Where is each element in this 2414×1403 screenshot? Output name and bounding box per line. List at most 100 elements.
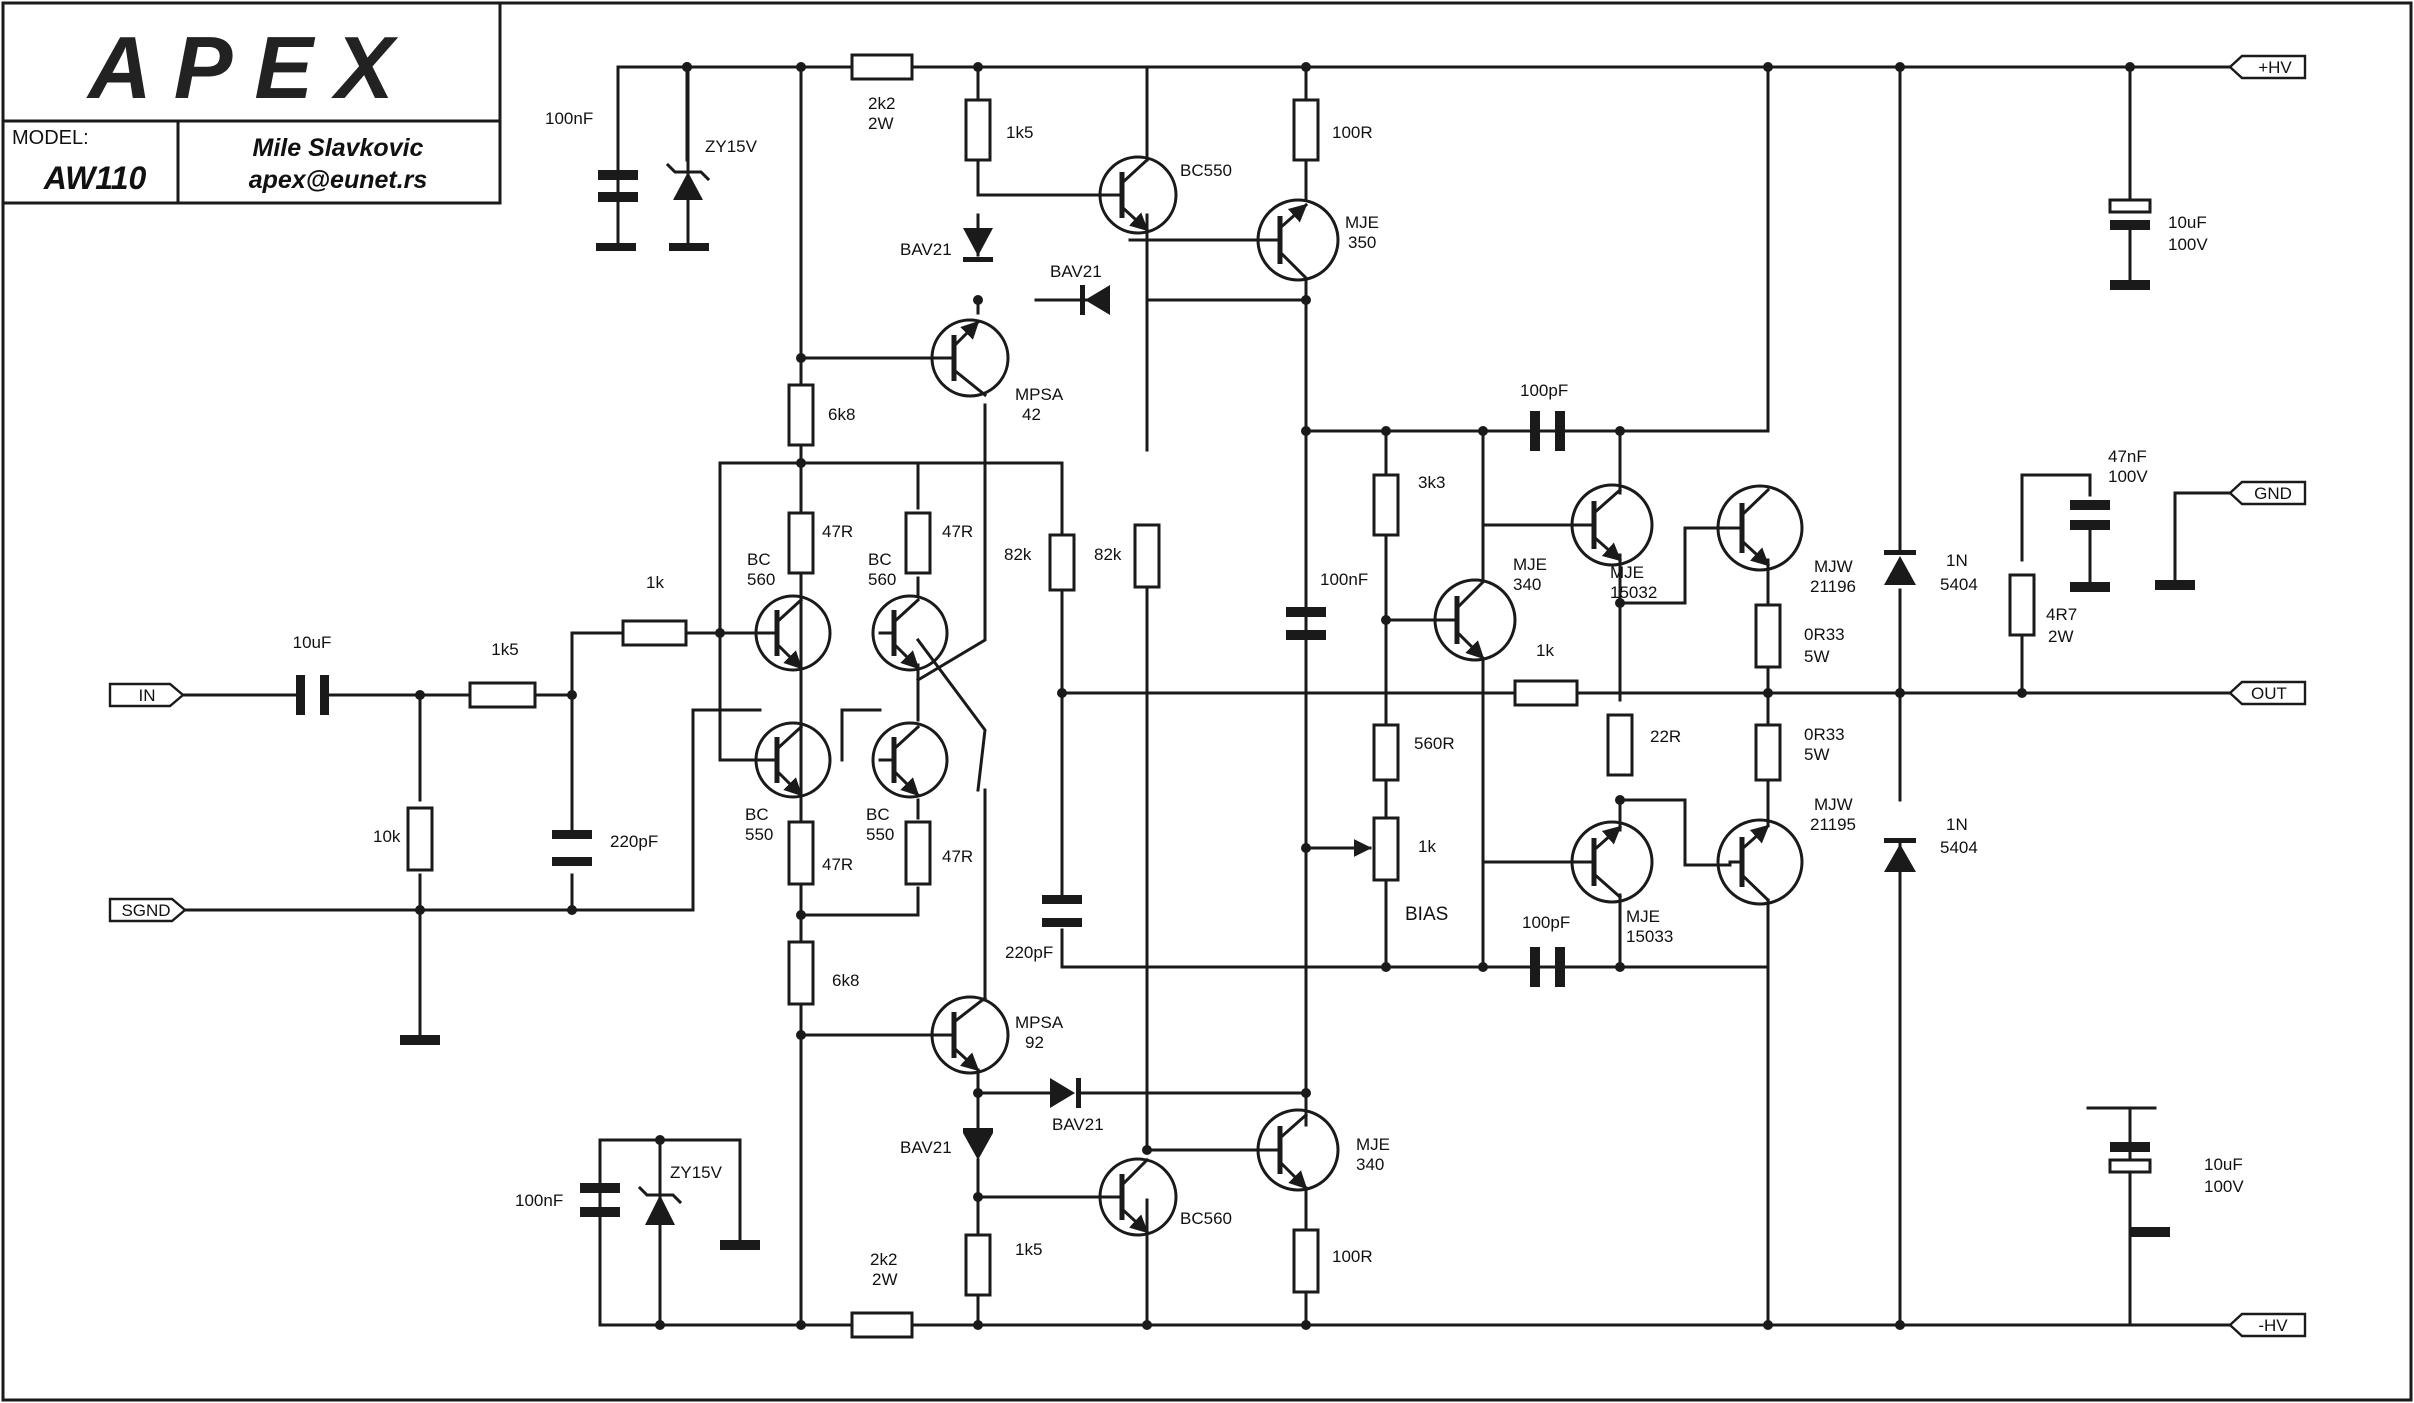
resistor-1k5-top: 1k5 [964, 98, 1033, 197]
vas-transistor-mpsa42: MPSA 42 [930, 318, 1064, 424]
svg-text:5W: 5W [1804, 647, 1830, 666]
svg-text:47R: 47R [942, 522, 973, 541]
svg-text:MJW: MJW [1814, 557, 1853, 576]
bias-resistor-82k-left: 82k [1004, 533, 1076, 592]
svg-text:MJE: MJE [1610, 563, 1644, 582]
svg-text:1k5: 1k5 [1015, 1240, 1042, 1259]
svg-text:2k2: 2k2 [870, 1250, 897, 1269]
port-hv-pos[interactable]: +HV [2228, 54, 2307, 80]
port-hv-neg[interactable]: -HV [2228, 1312, 2307, 1338]
model-name: AW110 [43, 160, 147, 196]
driver-transistor-mje15032: MJE 15032 [1481, 483, 1657, 602]
svg-text:560: 560 [747, 570, 775, 589]
capacitor-100nf-top: 100nF [545, 65, 803, 245]
svg-text:82k: 82k [1094, 545, 1122, 564]
capacitor-100pf-bottom: 100pF [1522, 913, 1570, 987]
ltp-transistor-1: BC 560 [747, 550, 832, 672]
svg-text:560: 560 [868, 570, 896, 589]
svg-text:1N: 1N [1946, 551, 1968, 570]
svg-text:BAV21: BAV21 [900, 1138, 952, 1157]
svg-text:10uF: 10uF [293, 633, 332, 652]
svg-text:10uF: 10uF [2204, 1155, 2243, 1174]
rf-capacitor: 220pF [552, 830, 658, 866]
svg-text:220pF: 220pF [1005, 943, 1053, 962]
resistor-560r: 560R [1372, 723, 1455, 782]
svg-text:BC: BC [866, 805, 890, 824]
transistor-bc560: BC560 [976, 1157, 1232, 1327]
svg-text:BIAS: BIAS [1405, 904, 1448, 925]
svg-text:15032: 15032 [1610, 583, 1657, 602]
svg-text:GND: GND [2254, 484, 2292, 503]
svg-text:22R: 22R [1650, 727, 1681, 746]
transistor-mje340-bottom: MJE 340 [1145, 1108, 1390, 1232]
capacitor-100pf-top: 100pF [1520, 381, 1568, 451]
svg-text:MPSA: MPSA [1015, 385, 1064, 404]
bias-potentiometer[interactable]: 1k BIAS [1304, 816, 1448, 925]
svg-text:MJE: MJE [1356, 1135, 1390, 1154]
svg-text:3k3: 3k3 [1418, 473, 1445, 492]
svg-text:82k: 82k [1004, 545, 1032, 564]
rail-capacitor-10uf-top: 10uF 100V [2108, 188, 2208, 282]
svg-text:6k8: 6k8 [832, 971, 859, 990]
svg-text:21196: 21196 [1810, 577, 1856, 596]
svg-text:5404: 5404 [1940, 838, 1978, 857]
diode-bav21-bottom-horizontal: BAV21 [976, 1078, 1308, 1134]
svg-text:47R: 47R [822, 855, 853, 874]
resistor-100r-bottom: 100R [1292, 1228, 1373, 1294]
svg-text:1k: 1k [1536, 641, 1554, 660]
vas-transistor-mpsa92: MPSA 92 [930, 995, 1064, 1132]
svg-text:MJE: MJE [1626, 907, 1660, 926]
svg-text:BC: BC [747, 550, 771, 569]
svg-text:47R: 47R [942, 847, 973, 866]
bias-resistor-82k-right: 82k [1094, 523, 1161, 589]
svg-text:340: 340 [1513, 575, 1541, 594]
shunt-resistor: 10k [373, 806, 434, 872]
zener-zy15v-bottom: ZY15V [637, 1138, 723, 1327]
svg-text:2W: 2W [2048, 627, 2074, 646]
svg-text:220pF: 220pF [610, 832, 658, 851]
emitter-resistor-4: 47R [904, 820, 973, 886]
svg-text:ZY15V: ZY15V [670, 1163, 723, 1182]
port-gnd[interactable]: GND [2228, 480, 2307, 506]
svg-text:10k: 10k [373, 827, 401, 846]
port-in[interactable]: IN [108, 682, 185, 708]
resistor-2k2-top: 2k2 2W [850, 53, 914, 133]
svg-text:BC: BC [868, 550, 892, 569]
svg-text:BAV21: BAV21 [1052, 1115, 1104, 1134]
svg-text:BC550: BC550 [1180, 161, 1232, 180]
output-transistor-mjw21196: MJW 21196 [1716, 484, 1856, 596]
svg-text:1k: 1k [1418, 837, 1436, 856]
port-out[interactable]: OUT [2228, 680, 2307, 706]
svg-text:OUT: OUT [2251, 684, 2287, 703]
svg-text:100nF: 100nF [515, 1191, 563, 1210]
emitter-resistor-0r33-top: 0R33 5W [1754, 603, 1845, 669]
svg-text:0R33: 0R33 [1804, 725, 1845, 744]
svg-text:47R: 47R [822, 522, 853, 541]
svg-text:100pF: 100pF [1522, 913, 1570, 932]
transistor-bc550: BC550 [1096, 65, 1232, 235]
svg-text:5W: 5W [1804, 745, 1830, 764]
svg-text:BC: BC [745, 805, 769, 824]
svg-text:2W: 2W [872, 1270, 898, 1289]
resistor-1k5-bottom: 1k5 [964, 1233, 1042, 1297]
svg-text:1k5: 1k5 [491, 640, 518, 659]
svg-text:0R33: 0R33 [1804, 625, 1845, 644]
svg-text:+HV: +HV [2258, 58, 2292, 77]
svg-text:100V: 100V [2108, 467, 2148, 486]
svg-text:-HV: -HV [2258, 1316, 2288, 1335]
svg-text:MJE: MJE [1513, 555, 1547, 574]
ltp-transistor-4: BC 550 [866, 721, 949, 844]
svg-text:MPSA: MPSA [1015, 1013, 1064, 1032]
transistor-mje340-bias: MJE 340 [1433, 555, 1547, 662]
diode-bav21-bottom-vertical: BAV21 [900, 1128, 993, 1237]
svg-text:MJW: MJW [1814, 795, 1853, 814]
author-name: Mile Slavkovic [253, 134, 424, 162]
transistor-mje350: MJE 350 [1256, 198, 1379, 282]
port-sgnd[interactable]: SGND [108, 897, 187, 923]
svg-text:BAV21: BAV21 [900, 240, 952, 259]
tail-resistor-bottom: 6k8 [787, 940, 859, 1006]
svg-text:100nF: 100nF [545, 109, 593, 128]
svg-text:92: 92 [1025, 1033, 1044, 1052]
